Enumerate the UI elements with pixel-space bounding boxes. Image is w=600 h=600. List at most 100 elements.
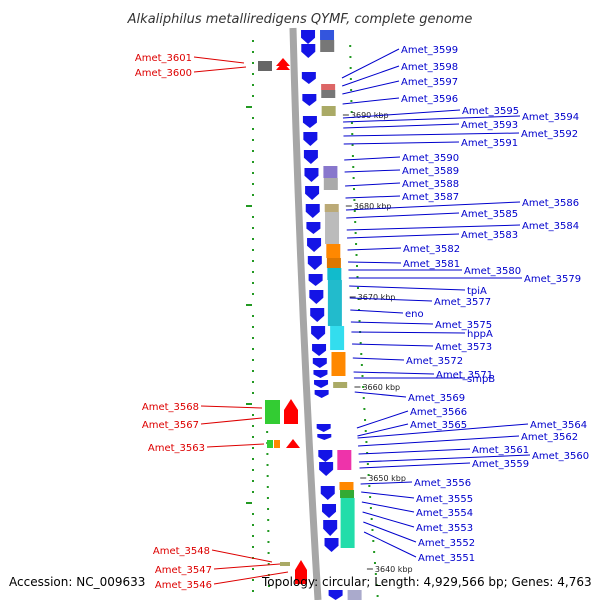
gc-tick-right xyxy=(366,463,369,465)
gene-label: Amet_3596 xyxy=(401,94,458,105)
gene-label: Amet_3554 xyxy=(416,508,473,519)
gene-label: Amet_3546 xyxy=(155,580,212,591)
reverse-gene-arrow xyxy=(284,399,298,424)
gc-tick-left xyxy=(252,249,254,251)
gc-tick-left xyxy=(252,260,254,262)
gene-label: Amet_3587 xyxy=(402,192,459,203)
forward-gene-arrow xyxy=(320,486,335,500)
scale-label: 3680 kbp xyxy=(354,202,392,211)
gc-tick-right xyxy=(352,166,355,168)
gc-tick-right xyxy=(369,507,372,509)
gene-label: Amet_3573 xyxy=(435,342,492,353)
gc-tick-left xyxy=(252,139,254,141)
forward-gene-arrow xyxy=(316,424,331,432)
gc-tick-left xyxy=(252,62,254,64)
gc-tick-left xyxy=(252,480,254,482)
gene-label: Amet_3566 xyxy=(410,407,467,418)
scale-label: 3640 kbp xyxy=(375,565,413,574)
forward-gene-arrow xyxy=(303,132,318,146)
gc-tick-left xyxy=(252,238,254,240)
forward-gene-arrow xyxy=(324,538,339,552)
gc-tick-right xyxy=(372,540,375,542)
gene-label: Amet_3599 xyxy=(401,45,458,56)
leader-line xyxy=(342,80,400,95)
map-title: Alkaliphilus metalliredigens QYMF, compl… xyxy=(127,12,473,27)
leader-line xyxy=(346,212,460,219)
gc-tick-right xyxy=(353,199,356,201)
gc-tick-right xyxy=(365,441,368,443)
leader-line xyxy=(344,156,401,161)
leader-line xyxy=(343,123,460,129)
gene-label: Amet_3589 xyxy=(402,166,459,177)
forward-gene-arrow xyxy=(311,326,326,340)
scale-label: 3690 kbp xyxy=(351,111,389,120)
gene-label: Amet_3559 xyxy=(472,459,529,470)
gene-label: Amet_3584 xyxy=(522,221,579,232)
feature-block xyxy=(321,106,336,116)
forward-gene-arrow xyxy=(301,72,316,84)
gc-tick-left xyxy=(246,403,252,405)
gene-labels: Amet_3599Amet_3598Amet_3597Amet_3596Amet… xyxy=(135,45,589,591)
forward-gene-arrow xyxy=(328,590,343,600)
leader-line xyxy=(213,563,281,570)
gc-tick-right xyxy=(351,133,354,135)
feature-block xyxy=(339,482,354,490)
gene-label: Amet_3556 xyxy=(414,478,471,489)
gc-tick-right xyxy=(349,56,352,58)
leader-line xyxy=(354,391,407,398)
gc-tick-right xyxy=(350,111,353,113)
gene-label: Amet_3588 xyxy=(402,179,459,190)
gc-tick-right xyxy=(354,232,357,234)
leader-line xyxy=(348,261,402,264)
gene-label: Amet_3564 xyxy=(530,420,587,431)
feature-block xyxy=(325,212,340,244)
reverse-strand-genes xyxy=(258,58,307,584)
gc-tick-left xyxy=(252,535,254,537)
forward-gene-arrow xyxy=(308,274,323,286)
gc-tick-left xyxy=(252,40,254,42)
gene-label: Amet_3572 xyxy=(406,356,463,367)
gc-tick-right xyxy=(358,320,361,322)
label-leader-lines xyxy=(193,48,531,585)
gc-tick-left xyxy=(252,568,254,570)
gc-tick-left xyxy=(252,579,254,581)
gc-tick-left xyxy=(252,546,254,548)
forward-gene-arrow xyxy=(313,370,328,378)
reverse-gene-block xyxy=(280,562,290,566)
forward-gene-arrow xyxy=(323,520,338,536)
gene-label: Amet_3593 xyxy=(461,120,518,131)
gc-tick-inner xyxy=(267,563,270,565)
gene-label: Amet_3585 xyxy=(461,209,518,220)
gene-label: Amet_3562 xyxy=(521,432,578,443)
gene-label: Amet_3580 xyxy=(464,266,521,277)
forward-gene-arrow xyxy=(309,290,324,304)
gene-label: Amet_3594 xyxy=(522,112,579,123)
gc-tick-left xyxy=(252,469,254,471)
gc-tick-left xyxy=(246,205,252,207)
forward-gene-arrow xyxy=(305,186,320,200)
reverse-gene-block xyxy=(265,400,280,424)
gc-tick-right xyxy=(349,45,352,47)
gc-tick-right xyxy=(359,342,362,344)
gene-label: Amet_3577 xyxy=(434,297,491,308)
feature-track xyxy=(320,30,362,600)
feature-block xyxy=(330,326,345,350)
feature-block xyxy=(323,166,338,178)
leader-line xyxy=(211,549,273,563)
feature-block xyxy=(337,450,352,470)
gene-label: Amet_3586 xyxy=(522,198,579,209)
gc-tick-inner xyxy=(267,585,270,587)
leader-line xyxy=(356,410,409,429)
reverse-gene-arrow xyxy=(295,560,307,570)
leader-line xyxy=(346,224,521,231)
gene-label: Amet_3563 xyxy=(148,443,205,454)
forward-gene-arrow xyxy=(305,204,320,218)
forward-gene-arrow xyxy=(306,222,321,234)
gc-tick-right xyxy=(370,518,373,520)
gc-tick-left xyxy=(252,381,254,383)
forward-gene-arrow xyxy=(312,358,327,368)
leader-line xyxy=(342,97,400,105)
